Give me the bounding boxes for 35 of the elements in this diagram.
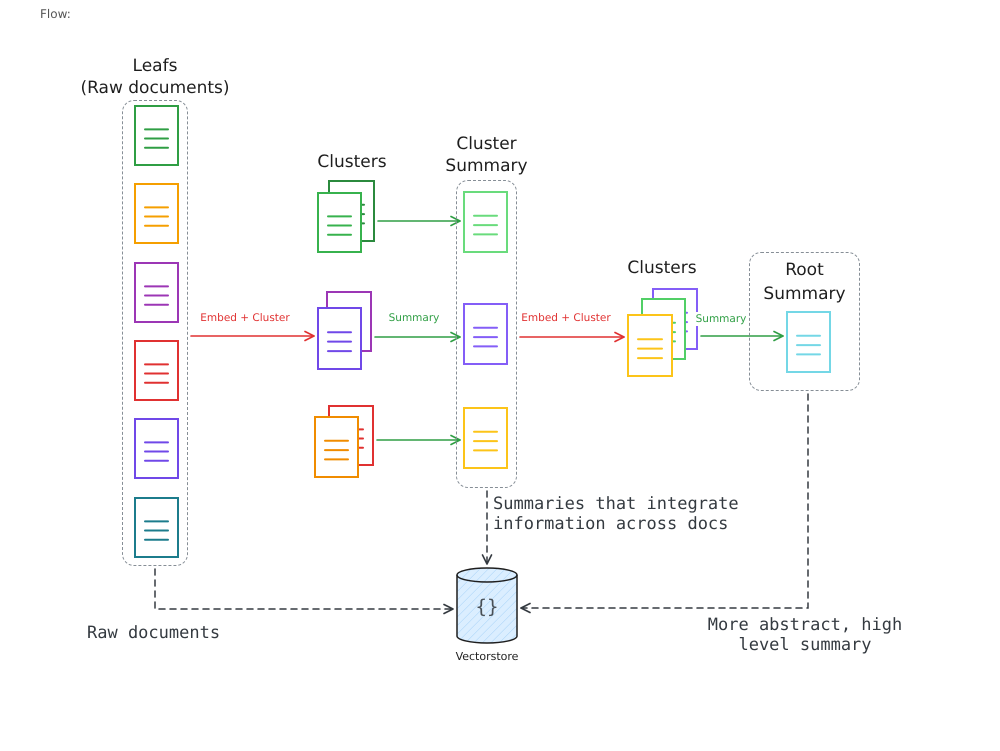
dashed-arrow xyxy=(520,393,809,614)
document-icon xyxy=(463,303,508,365)
dashed-arrow xyxy=(154,568,454,614)
arrow xyxy=(519,332,625,342)
document-stack-icon xyxy=(627,288,698,377)
document-icon xyxy=(134,262,179,323)
braces-label: {} xyxy=(476,596,498,618)
arrow xyxy=(376,434,461,446)
document-stack-icon xyxy=(317,180,375,253)
document-icon xyxy=(463,191,508,253)
document-icon xyxy=(134,183,179,244)
arrow xyxy=(700,330,784,342)
arrow xyxy=(377,216,461,226)
group-heading: Leafs xyxy=(132,55,178,77)
arrow xyxy=(374,332,461,342)
document-icon xyxy=(134,340,179,401)
title: Flow: xyxy=(40,6,71,22)
edge-label: Summary xyxy=(388,311,440,325)
document-icon xyxy=(463,407,508,469)
group-heading: (Raw documents) xyxy=(80,77,230,99)
document-icon xyxy=(786,311,831,373)
document-icon xyxy=(134,105,179,166)
node-label: Vectorstore xyxy=(456,650,518,664)
column-heading: Clusters xyxy=(627,257,697,279)
document-icon xyxy=(134,497,179,558)
arrow xyxy=(190,330,315,342)
dashed-group-frame xyxy=(749,252,860,391)
document-stack-icon xyxy=(314,405,374,478)
group-heading: Cluster Summary xyxy=(444,133,529,177)
document-stack-icon xyxy=(317,291,372,370)
column-heading: Clusters xyxy=(317,151,387,173)
document-icon xyxy=(134,418,179,479)
group-heading: Root Summary xyxy=(762,259,847,306)
edge-label: Summary xyxy=(694,312,748,326)
dashed-arrow xyxy=(482,490,492,565)
